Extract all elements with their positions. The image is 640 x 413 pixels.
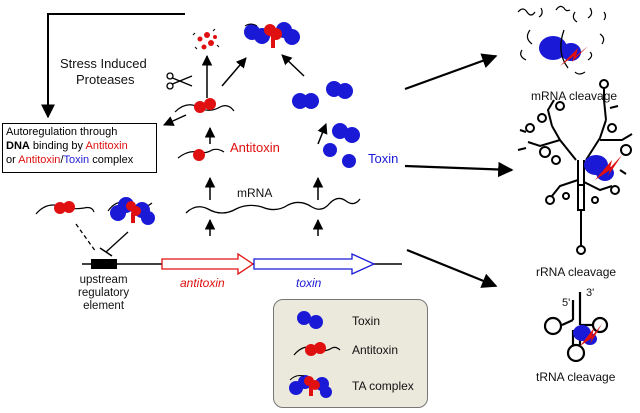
- rrna-cleavage-illustration: [517, 79, 633, 255]
- trna-cleavage-complex: [573, 324, 602, 346]
- scissors-icon: [166, 72, 193, 90]
- degraded-antitoxin-fragments: [192, 28, 220, 50]
- toxin-gene-label: toxin: [296, 276, 322, 290]
- legend-ta-complex-icon: [289, 375, 332, 398]
- autoregulation-line-1: Autoregulation through: [6, 126, 118, 138]
- arrow-antitoxin-to-box: [163, 114, 187, 126]
- toxin-proteins: [292, 81, 360, 168]
- legend-toxin-label: Toxin: [352, 314, 381, 328]
- antitoxin-gene-arrow: [161, 252, 255, 276]
- upstream-element-label: upstream regulatory element: [78, 274, 130, 313]
- legend-complex-label: TA complex: [352, 379, 414, 393]
- feedback-loop-arrow: [41, 13, 185, 119]
- arrow-to-rrna-cleavage: [404, 161, 514, 178]
- dna-binding-proteins: [35, 197, 155, 257]
- stress-proteases-label: Stress Induced Proteases: [60, 56, 147, 88]
- toxin-label: Toxin: [368, 151, 399, 166]
- antitoxin-gene-label: antitoxin: [180, 276, 225, 290]
- mrna-label: mRNA: [237, 186, 273, 200]
- arrow-to-mrna-cleavage: [404, 53, 498, 91]
- mrna-cleavage-label: mRNA cleavage: [531, 89, 618, 103]
- arrow-toxin-to-complex: [281, 54, 305, 77]
- trna-5prime-label: 5': [562, 297, 571, 309]
- trna-cleavage-illustration: [543, 292, 609, 363]
- antitoxin-lower: [177, 148, 225, 161]
- ta-complex-top: [244, 22, 300, 48]
- arrow-toxin-up: [317, 123, 328, 145]
- autoregulation-line-2: DNA binding by Antitoxin: [6, 139, 128, 152]
- antitoxin-upper: [174, 98, 235, 113]
- rrna-cleavage-complex: [584, 155, 622, 181]
- legend-antitoxin-label: Antitoxin: [352, 343, 399, 357]
- arrow-antitoxin-to-complex: [221, 57, 247, 87]
- antitoxin-label: Antitoxin: [230, 140, 280, 155]
- toxin-gene-arrow: [253, 252, 376, 276]
- autoregulation-box: Autoregulation through DNA binding by An…: [2, 123, 157, 173]
- autoregulation-line-3: or Antitoxin/Toxin complex: [6, 153, 134, 166]
- legend-toxin-icon: [297, 311, 323, 329]
- arrow-to-trna-cleavage: [406, 248, 498, 288]
- rrna-cleavage-label: rRNA cleavage: [536, 265, 617, 279]
- trna-cleavage-label: tRNA cleavage: [536, 370, 616, 384]
- mrna-cleavage-illustration: [517, 5, 607, 75]
- trna-3prime-label: 3': [586, 287, 595, 299]
- upstream-regulatory-element: [91, 259, 117, 269]
- mrna-strand: [185, 197, 361, 214]
- legend-antitoxin-icon: [293, 342, 341, 356]
